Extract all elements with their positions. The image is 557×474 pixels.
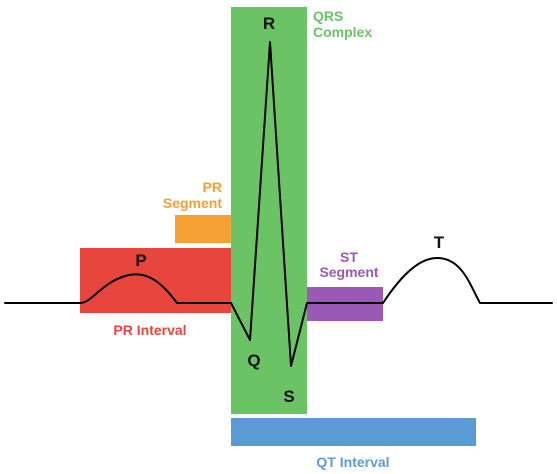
ecg-trace <box>4 41 553 367</box>
qrs-complex-label-line1: QRS <box>313 8 343 24</box>
r-wave-label: R <box>263 14 275 33</box>
s-wave-label: S <box>283 387 294 406</box>
st-segment-label-line2: Segment <box>319 264 378 280</box>
st-segment-label-line1: ST <box>340 249 358 265</box>
q-wave-label: Q <box>247 351 260 370</box>
pr-segment-label-line1: PR <box>203 179 222 195</box>
qrs-complex-label-line2: Complex <box>313 24 372 40</box>
pr-segment-label-line2: Segment <box>163 195 222 211</box>
t-wave-label: T <box>434 233 445 252</box>
qt-interval-label: QT Interval <box>316 454 389 470</box>
pr-interval-label: PR Interval <box>113 322 186 338</box>
qt-interval-bar <box>231 418 476 446</box>
p-wave-label: P <box>135 251 146 270</box>
qrs-complex-band <box>231 7 307 414</box>
pr-segment-bar <box>175 215 231 243</box>
